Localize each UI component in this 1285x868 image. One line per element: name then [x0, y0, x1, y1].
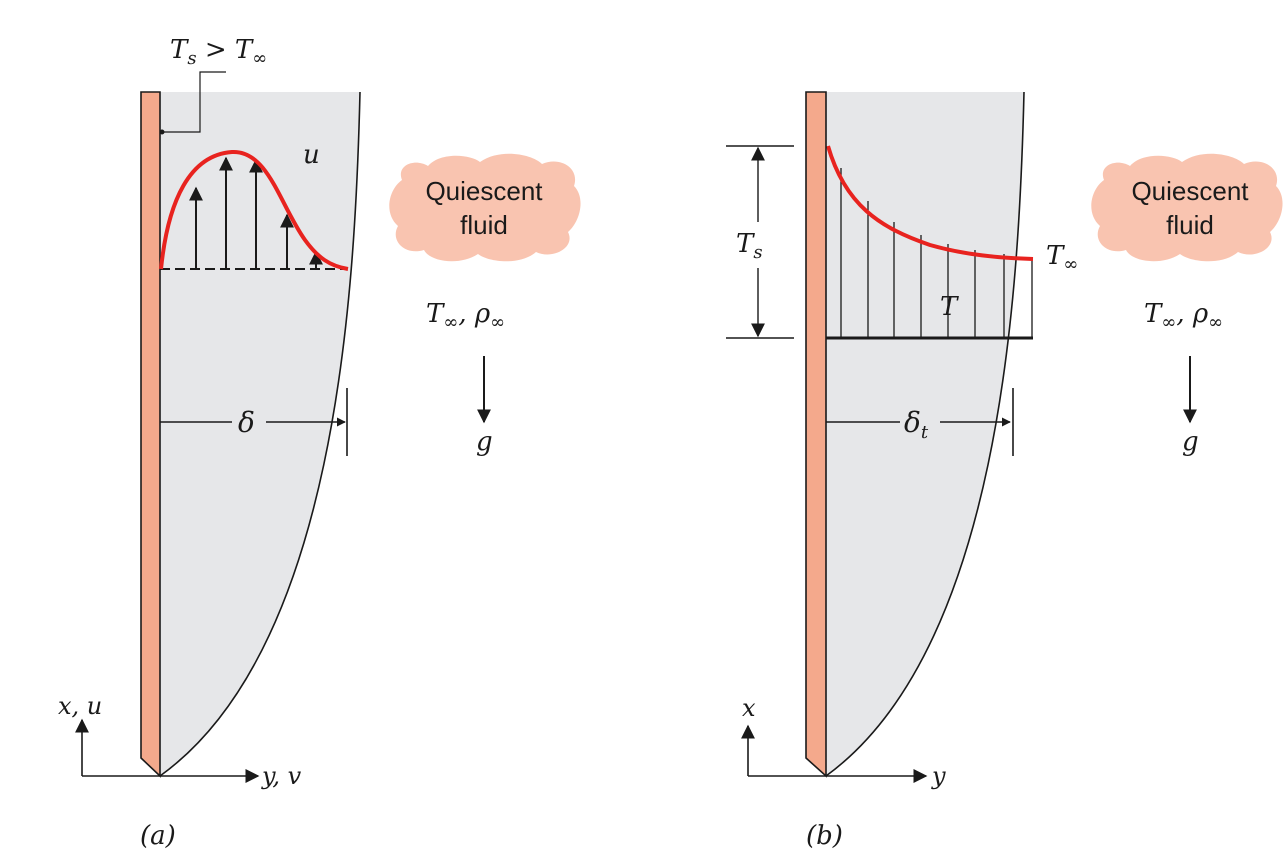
profile-label: T	[940, 292, 959, 322]
vertical-axis-label: x	[742, 694, 756, 722]
fluid-label-line1: Quiescent	[1131, 176, 1249, 206]
vertical-axis-label: x, u	[58, 692, 102, 720]
horizontal-axis-label: y	[931, 762, 946, 790]
thickness-label: δ	[238, 406, 255, 439]
temperature-profile-hatching	[840, 168, 1033, 338]
gravity-label: g	[1182, 427, 1199, 457]
panel-b: T Ts T∞ δt Quiescent fluid T∞, ρ∞ g	[726, 91, 1283, 851]
horizontal-axis-label: y, v	[261, 762, 302, 790]
fluid-properties-label: T∞, ρ∞	[1144, 299, 1223, 333]
surface-condition-label: Ts > T∞	[170, 35, 267, 69]
panel-a-caption: (a)	[140, 821, 176, 851]
velocity-boundary-layer-edge	[159, 91, 361, 777]
free-stream-temp-label: T∞	[1046, 241, 1078, 275]
fluid-label-line2: fluid	[1166, 210, 1214, 240]
leader-dot	[159, 129, 165, 135]
quiescent-fluid-cloud	[389, 153, 581, 262]
panel-b-caption: (b)	[806, 821, 843, 851]
surface-condition-leader	[162, 71, 226, 133]
thermal-boundary-layer-edge	[825, 91, 1025, 777]
gravity-label: g	[476, 427, 493, 457]
quiescent-fluid-cloud	[1091, 153, 1283, 262]
fluid-properties-label: T∞, ρ∞	[426, 299, 505, 333]
temperature-profile-curve	[826, 145, 1034, 261]
fluid-label-line1: Quiescent	[425, 176, 543, 206]
heated-plate	[140, 91, 161, 778]
velocity-profile-curve	[159, 149, 349, 271]
panel-a: Ts > T∞ u δ Quiescent fluid T∞, ρ∞ g x, …	[58, 35, 581, 851]
velocity-label: u	[303, 140, 320, 170]
surface-temp-label: Ts	[736, 229, 763, 263]
heated-plate	[805, 91, 827, 778]
fluid-label-line2: fluid	[460, 210, 508, 240]
thermal-thickness-label: δt	[904, 406, 929, 443]
